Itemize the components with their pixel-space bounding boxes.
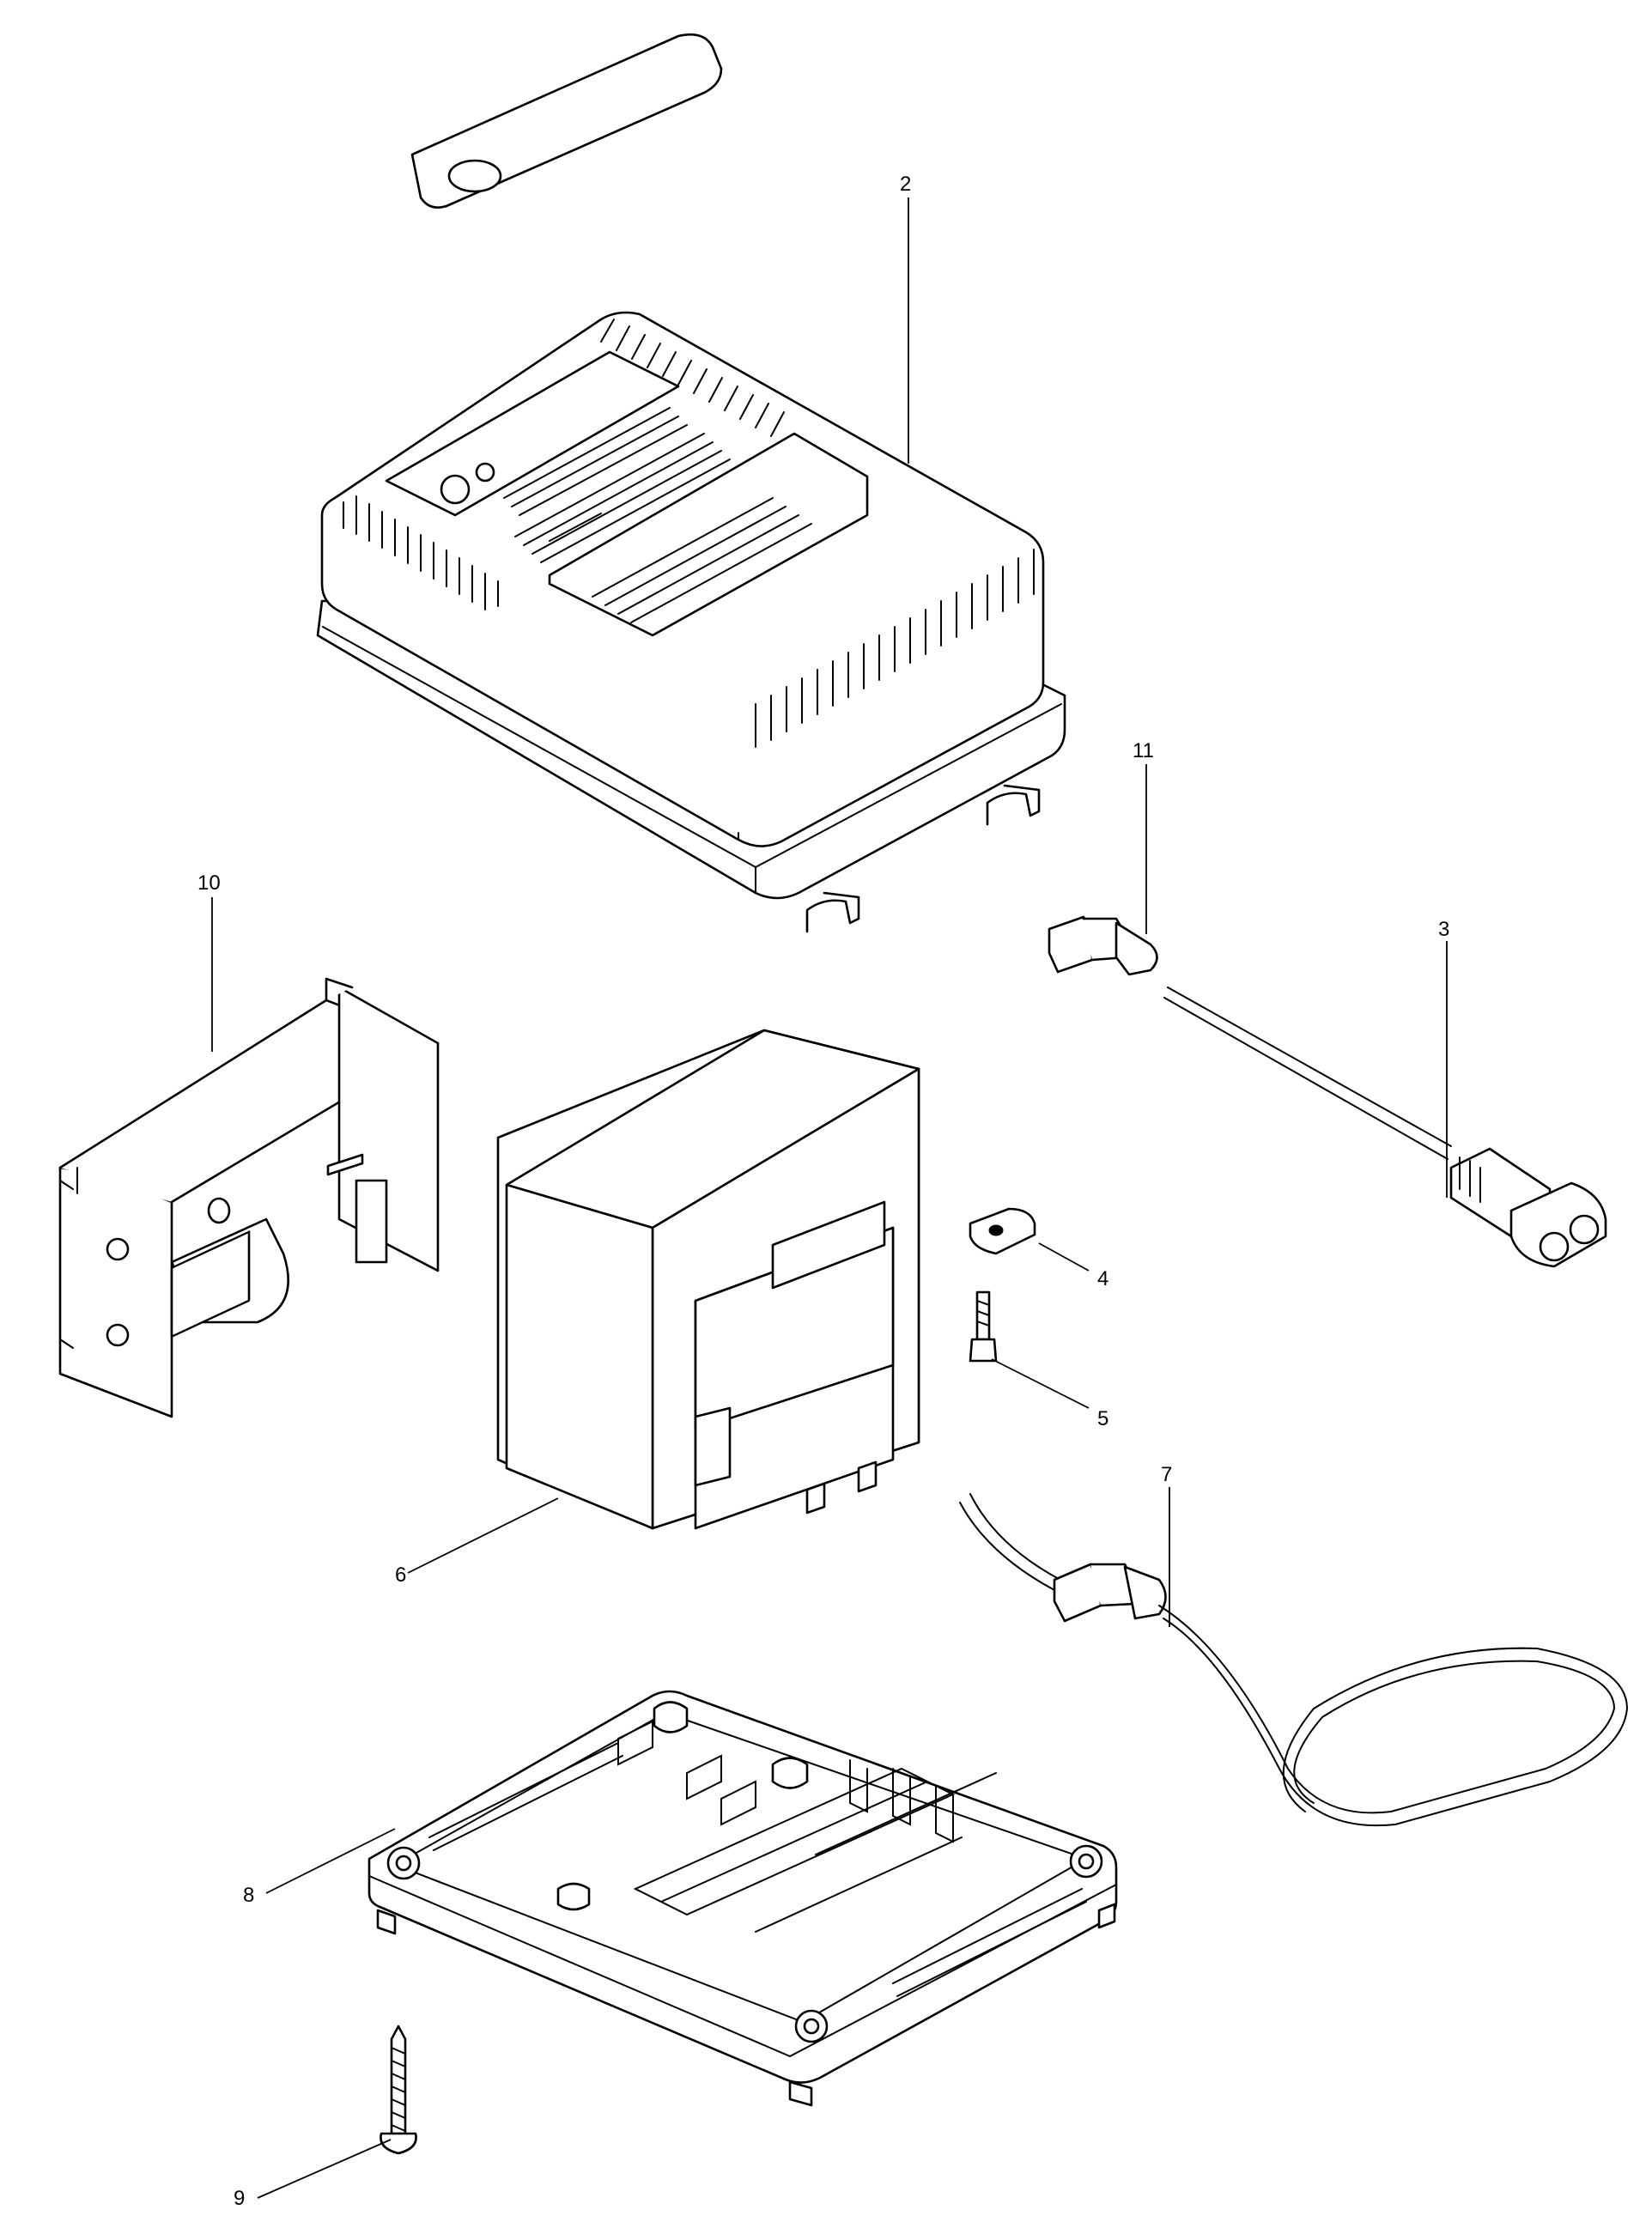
label-plate (410, 33, 723, 209)
callout-11: 11 (1133, 739, 1154, 762)
callout-8: 8 (243, 1884, 254, 1907)
vent-ribs-back (600, 319, 785, 437)
vent-ribs-left (343, 495, 499, 610)
vent-slots-top (503, 407, 812, 623)
part-4-cord-clamp (969, 1207, 1036, 1255)
part-3-power-cord (1163, 987, 1607, 1268)
callout-2: 2 (900, 173, 911, 196)
part-5-screw (969, 1290, 998, 1363)
callout-9: 9 (234, 2187, 245, 2210)
callout-3: 3 (1438, 918, 1449, 941)
leader-lines (211, 197, 1448, 2199)
callout-6: 6 (395, 1563, 406, 1587)
part-8-base (367, 1690, 1118, 2107)
callout-7: 7 (1161, 1463, 1172, 1486)
vent-ribs-right (755, 549, 1035, 748)
part-7-dc-cord (959, 1493, 1629, 1827)
part-2-housing-cover (316, 311, 1066, 933)
part-6-transformer (496, 1029, 920, 1530)
callouts: 2 3 4 5 6 7 8 9 10 11 (197, 173, 1449, 2210)
callout-10: 10 (197, 871, 221, 895)
callout-5: 5 (1097, 1407, 1108, 1430)
part-11-strain-relief (1048, 915, 1158, 976)
part-10-bracket-board (58, 977, 440, 1418)
callout-4: 4 (1097, 1267, 1108, 1290)
part-9-tapping-screw (380, 2025, 417, 2155)
